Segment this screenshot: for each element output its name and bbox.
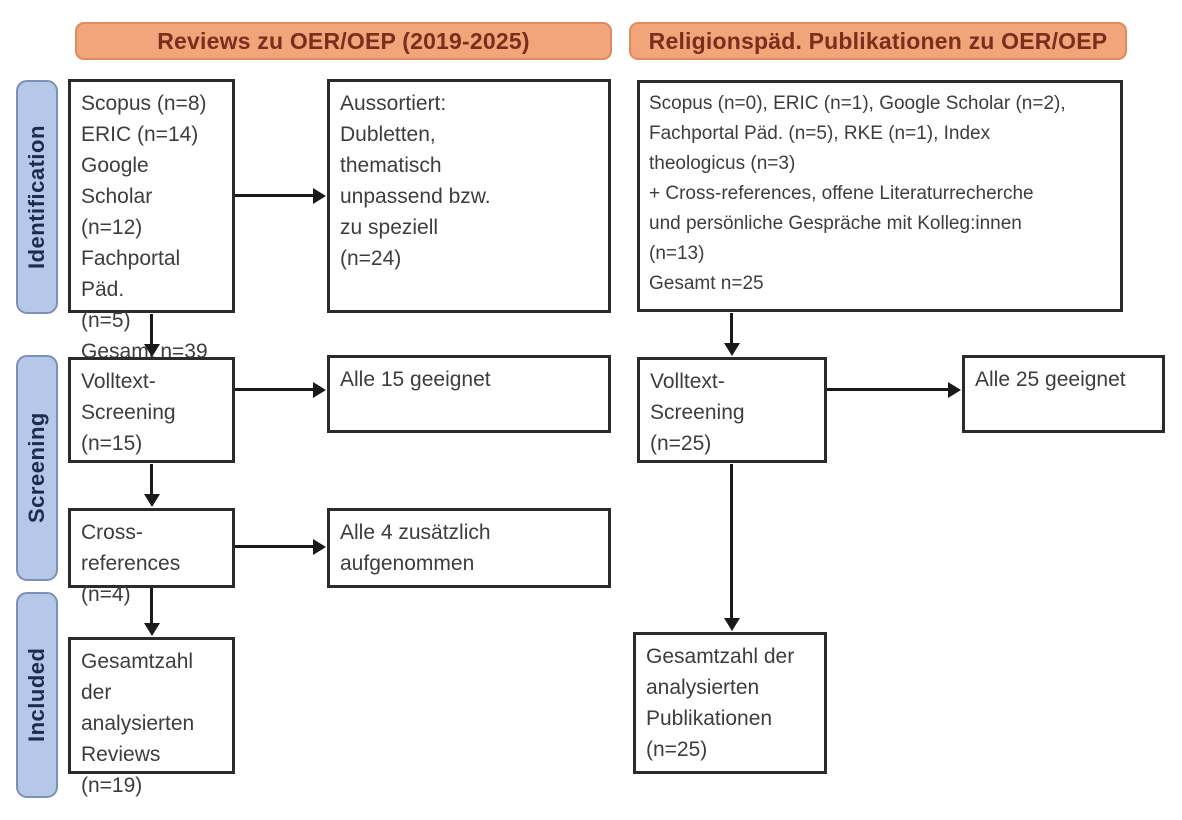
box-left-all-suitable: Alle 15 geeignet bbox=[327, 355, 611, 433]
stage-label-screening: Screening bbox=[16, 355, 58, 581]
box-left-fulltext-screening: Volltext- Screening (n=15) bbox=[68, 357, 235, 463]
arrow-left-sources-to-screening bbox=[143, 314, 160, 357]
box-left-cross-references: Cross-references (n=4) bbox=[68, 508, 235, 606]
arrow-right-sources-to-screening bbox=[723, 313, 740, 356]
box-right-identification-sources: Scopus (n=0), ERIC (n=1), Google Scholar… bbox=[637, 80, 1123, 312]
arrow-right-screening-to-suitable bbox=[827, 381, 961, 398]
arrow-left-screening-to-crossref bbox=[143, 464, 160, 507]
arrow-left-sources-to-excluded bbox=[235, 187, 326, 204]
box-right-fulltext-screening: Volltext- Screening (n=25) bbox=[637, 357, 827, 463]
arrow-right-screening-to-total bbox=[723, 464, 740, 631]
box-left-excluded: Aussortiert: Dubletten, thematisch unpas… bbox=[327, 79, 611, 313]
box-left-total-included: Gesamtzahl der analysierten Reviews (n=1… bbox=[68, 637, 235, 797]
arrow-left-screening-to-suitable bbox=[235, 381, 326, 398]
box-left-identification-sources: Scopus (n=8) ERIC (n=14) Google Scholar … bbox=[68, 79, 235, 363]
arrow-left-crossref-to-total bbox=[143, 588, 160, 636]
box-right-total-included: Gesamtzahl der analysierten Publikatione… bbox=[633, 632, 827, 774]
box-left-additionally-included: Alle 4 zusätzlich aufgenommen bbox=[327, 508, 611, 588]
stage-label-identification: Identification bbox=[16, 80, 58, 314]
stage-label-included: Included bbox=[16, 592, 58, 798]
column-header-reviews: Reviews zu OER/OEP (2019-2025) bbox=[75, 22, 612, 60]
arrow-left-crossref-to-additional bbox=[235, 538, 326, 555]
column-header-religionspaed: Religionspäd. Publikationen zu OER/OEP bbox=[629, 22, 1127, 60]
box-right-all-suitable: Alle 25 geeignet bbox=[962, 355, 1165, 433]
